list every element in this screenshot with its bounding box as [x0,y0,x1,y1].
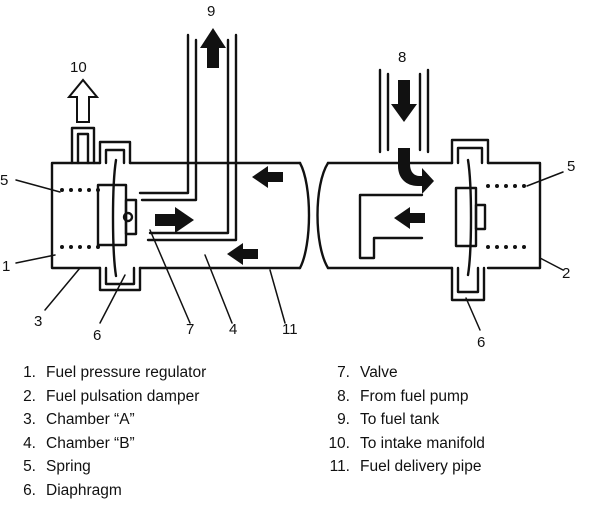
legend-number: 8. [337,387,350,405]
legend-label: To intake manifold [360,434,485,452]
return-pipe-to-fuel-tank [138,33,238,242]
legend-number: 6. [23,481,36,499]
legend-number: 11. [329,458,350,475]
callout-1: 1 [2,258,10,275]
arrow-right-into-regulator [155,207,194,233]
legend-item: 11. Fuel delivery pipe [318,455,485,479]
legend-item: 3. Chamber “A” [20,408,206,432]
legend-item: 10. To intake manifold [318,432,485,456]
callout-6-left: 6 [93,327,101,344]
legend-number: 4. [23,434,36,452]
callout-10: 10 [70,59,87,76]
legend-number: 3. [23,411,36,428]
legend-item: 5. Spring [20,455,206,479]
leader-lines [15,171,564,331]
callout-7: 7 [186,321,194,338]
legend-item: 4. Chamber “B” [20,432,206,456]
callout-11: 11 [282,321,298,338]
legend-item: 6. Diaphragm [20,479,206,503]
callout-8: 8 [398,49,406,66]
fuel-pressure-regulator [50,126,142,292]
callout-2: 2 [562,265,570,282]
legend-number: 1. [23,364,36,381]
legend-number: 9. [337,411,350,428]
legend-label: Chamber “A” [46,411,135,428]
callout-5-left: 5 [0,172,8,189]
fuel-system-diagram: 9 10 8 5 1 3 6 7 4 11 5 2 6 [0,3,575,350]
arrow-bend-into-damper [398,148,434,194]
arrow-to-intake-manifold [66,78,100,123]
legend-item: 1. Fuel pressure regulator [20,361,206,385]
legend-item: 8. From fuel pump [318,385,485,409]
legend-label: Fuel pressure regulator [46,364,207,381]
legend-label: From fuel pump [360,387,469,405]
legend-item: 2. Fuel pulsation damper [20,385,206,409]
legend-label: Diaphragm [46,481,122,499]
fuel-delivery-pipe-right [316,161,454,270]
legend-item: 9. To fuel tank [318,408,485,432]
callout-4: 4 [229,321,237,338]
legend-left-column: 1. Fuel pressure regulator 2. Fuel pulsati… [20,361,206,502]
fuel-pulsation-damper [450,138,542,302]
callout-9: 9 [207,3,215,20]
feed-pipe-from-fuel-pump [378,68,430,154]
flow-arrows [155,28,434,265]
legend-item: 7. Valve [318,361,485,385]
callout-6-right: 6 [477,334,485,350]
callout-numbers: 9 10 8 5 1 3 6 7 4 11 5 2 6 [0,3,575,350]
legend-number: 7. [337,364,350,381]
legend-label: Valve [360,364,398,381]
arrow-up-to-tank [200,28,226,68]
legend-number: 10. [328,434,350,452]
arrow-left-in-pipe-upper [252,166,283,188]
legend-label: Spring [46,458,91,475]
arrow-left-in-damper-pipe [394,207,425,229]
legend-number: 5. [23,458,36,475]
callout-5-right: 5 [567,158,575,175]
legend-label: Fuel pulsation damper [46,387,200,405]
arrow-down-from-pump [391,80,417,122]
arrow-left-in-pipe-lower [227,243,258,265]
legend-right-column: 7.Valve 8.From fuel pump 9.To fuel tank … [318,361,485,479]
legend-label: To fuel tank [360,411,440,428]
callout-3: 3 [34,313,42,330]
legend-label: Chamber “B” [46,434,135,452]
legend-number: 2. [23,387,36,405]
legend-label: Fuel delivery pipe [360,458,482,475]
